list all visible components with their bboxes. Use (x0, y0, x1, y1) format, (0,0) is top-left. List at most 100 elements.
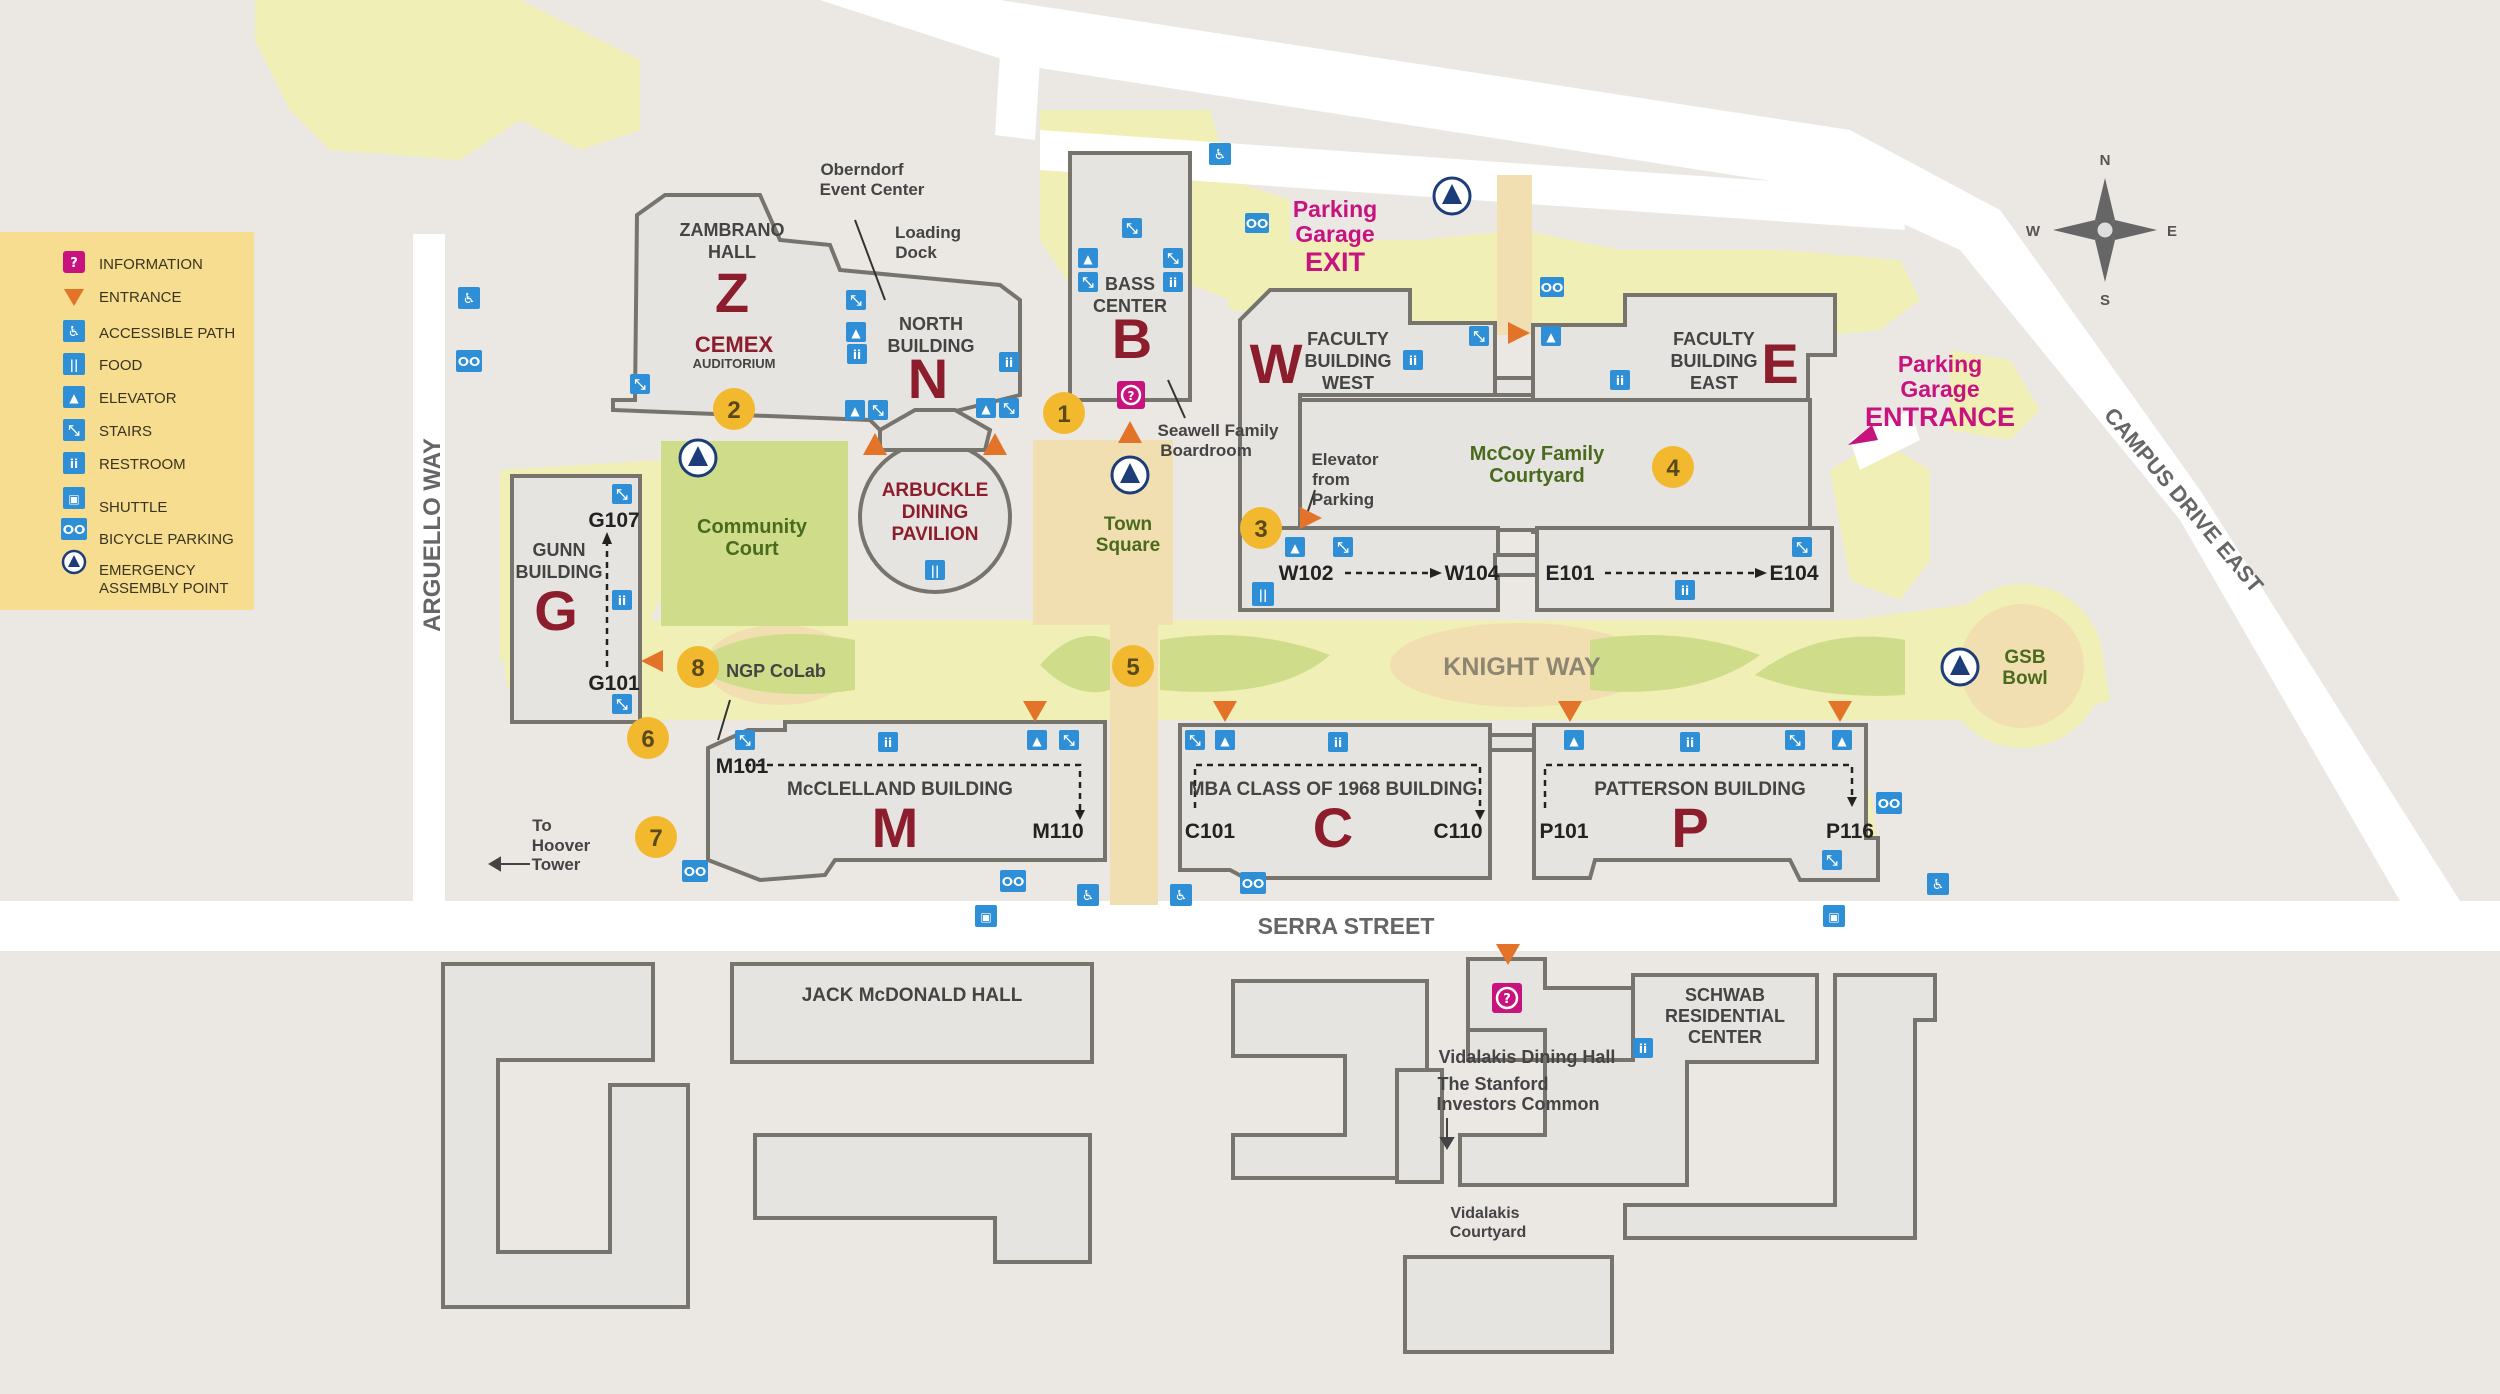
svg-text:▲: ▲ (1569, 734, 1579, 748)
building-labels: ZAMBRANO HALL Z CEMEX AUDITORIUM Oberndo… (516, 160, 2048, 1241)
stairs-icon: ⤡ (1163, 248, 1183, 268)
compass-rose: N S W E (2026, 152, 2177, 309)
fbw-letter: W (1250, 332, 1303, 395)
schwab-label-3: CENTER (1688, 1027, 1762, 1047)
jack-mcdonald-label: JACK McDONALD HALL (802, 985, 1023, 1006)
w-wing (1238, 526, 1500, 612)
svg-text:ii: ii (1686, 736, 1694, 750)
vidalakis-dining-label: Vidalakis Dining Hall (1439, 1047, 1616, 1067)
restroom-icon: ii (612, 590, 632, 610)
oberndorf-label-1: Oberndorf (820, 160, 903, 179)
svg-text:♿: ♿ (463, 291, 476, 307)
entrance-icon (1118, 421, 1142, 443)
svg-text:ⵔⵔ: ⵔⵔ (1246, 217, 1269, 231)
mcclelland-letter: M (872, 796, 919, 859)
restroom-icon: ii (878, 732, 898, 752)
svg-text:♿: ♿ (1932, 877, 1945, 893)
stairs-icon: ⤡ (846, 290, 866, 310)
stairs-icon: ⤡ (1122, 218, 1142, 238)
elevator-icon: ▲ (1285, 537, 1305, 557)
bass-center (1068, 151, 1192, 402)
food-icon: || (925, 560, 945, 580)
mcclelland-label: McCLELLAND BUILDING (787, 779, 1013, 800)
accessible-path-icon: ♿ (1209, 143, 1231, 165)
svg-text:▲: ▲ (981, 402, 991, 416)
jack-mcdonald-hall-west (441, 962, 690, 1309)
parking-garage-entrance: Parking Garage ENTRANCE (1865, 351, 2015, 432)
oberndorf-label-2: Event Center (820, 180, 925, 199)
schwab-label-1: SCHWAB (1685, 985, 1765, 1005)
svg-text:ii: ii (70, 457, 78, 471)
restroom-icon: ii (63, 452, 85, 474)
arbuckle-label-1: ARBUCKLE (882, 480, 989, 501)
svg-text:⤡: ⤡ (68, 423, 80, 439)
marker-4-label: 4 (1666, 455, 1680, 482)
marker-3: 3 (1240, 507, 1282, 549)
hoover-label-1: To (532, 816, 552, 835)
accessible-path-icon: ♿ (1077, 884, 1099, 906)
svg-text:▲: ▲ (1837, 734, 1847, 748)
svg-text:ii: ii (1681, 584, 1689, 598)
zambrano-letter: Z (715, 261, 749, 324)
svg-text:ii: ii (1639, 1042, 1647, 1056)
entrance-icon (1023, 701, 1047, 722)
restroom-icon: ii (1328, 732, 1348, 752)
street-knight-way: KNIGHT WAY (1443, 653, 1601, 681)
seawell-label-2: Boardroom (1160, 441, 1252, 460)
bass-label-2: CENTER (1093, 296, 1167, 316)
legend-label: ELEVATOR (99, 390, 177, 407)
svg-text:♿: ♿ (68, 324, 81, 340)
fbe-letter: E (1761, 332, 1798, 395)
svg-text:||: || (1259, 588, 1268, 602)
accessible-path-icon: ♿ (63, 320, 85, 342)
entrance-icon (641, 650, 663, 672)
svg-text:ii: ii (1005, 356, 1013, 370)
community-court-label-1: Community (697, 516, 808, 538)
room-e101: E101 (1545, 562, 1594, 585)
fbe-label-2: BUILDING (1671, 351, 1758, 371)
zambrano-label-2: HALL (708, 242, 756, 262)
svg-text:ii: ii (853, 348, 861, 362)
room-c101: C101 (1185, 820, 1236, 843)
svg-text:⤡: ⤡ (1167, 251, 1179, 267)
marker-4: 4 (1652, 446, 1694, 488)
marker-1: 1 (1043, 392, 1085, 434)
parking-exit-line2: Garage (1295, 221, 1374, 247)
svg-text:⤡: ⤡ (1082, 275, 1094, 291)
elevator-icon: ▲ (1564, 730, 1584, 750)
svg-text:ii: ii (884, 736, 892, 750)
svg-text:⤡: ⤡ (1473, 329, 1485, 345)
compass-s: S (2100, 292, 2110, 309)
stairs-icon: ⤡ (63, 419, 85, 441)
room-arrowheads (602, 532, 1857, 820)
leader-lines (717, 219, 1316, 741)
numbered-markers: 1 2 3 4 5 6 7 8 (627, 388, 1694, 858)
room-e104: E104 (1769, 562, 1818, 585)
svg-text:▣: ▣ (68, 492, 79, 506)
svg-text:⤡: ⤡ (1789, 733, 1801, 749)
elevator-parking-label-1: Elevator (1311, 450, 1378, 469)
svg-text:⤡: ⤡ (616, 487, 628, 503)
restroom-icon: ii (1680, 732, 1700, 752)
town-square-label-1: Town (1104, 514, 1152, 535)
legend-label: ENTRANCE (99, 289, 182, 306)
entrance-icon (1558, 701, 1582, 722)
room-w104: W104 (1445, 562, 1500, 585)
marker-2: 2 (713, 388, 755, 430)
emergency-points (678, 176, 1980, 687)
marker-6: 6 (627, 717, 669, 759)
svg-text:▲: ▲ (851, 326, 861, 340)
room-m101: M101 (716, 755, 769, 778)
shuttle-icon: ▣ (1823, 905, 1845, 927)
svg-text:⤡: ⤡ (1189, 733, 1201, 749)
stairs-icon: ⤡ (612, 484, 632, 504)
food-icon: || (1252, 582, 1274, 606)
schwab-label-2: RESIDENTIAL (1665, 1006, 1785, 1026)
svg-text:⤡: ⤡ (1796, 540, 1808, 556)
accessible-path-icon: ♿ (458, 287, 480, 309)
legend-label: BICYCLE PARKING (99, 531, 234, 548)
svg-text:?: ? (1503, 992, 1511, 1007)
north-label-2: BUILDING (888, 336, 975, 356)
elevator-icon: ▲ (846, 322, 866, 342)
